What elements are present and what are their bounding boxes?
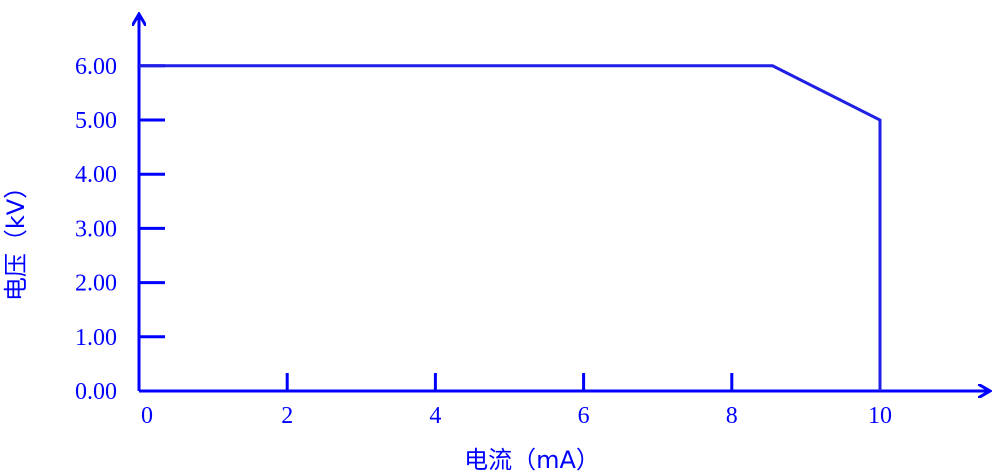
y-tick-label: 2.00 (75, 271, 117, 297)
y-tick-labels: 0.00 1.00 2.00 3.00 4.00 5.00 6.00 (75, 54, 117, 405)
y-tick-label: 5.00 (75, 108, 117, 134)
y-tick-label: 1.00 (75, 325, 117, 351)
series-line (139, 64, 882, 391)
x-tick-label: 6 (578, 403, 590, 429)
y-tick-label: 3.00 (75, 216, 117, 242)
x-tick-label: 2 (281, 403, 293, 429)
y-ticks (139, 64, 165, 339)
y-tick-label: 0.00 (75, 379, 117, 405)
x-tick-label: 0 (141, 403, 153, 429)
y-axis-title: 电压（kV） (2, 175, 30, 301)
x-tick-label: 8 (726, 403, 738, 429)
x-axis-title: 电流（mA） (464, 446, 600, 474)
series-layer (138, 64, 882, 392)
y-tick-label: 6.00 (75, 54, 117, 80)
x-tick-label: 10 (868, 403, 892, 429)
x-ticks (285, 373, 882, 391)
x-tick-labels: 0 2 4 6 8 10 (141, 403, 892, 429)
x-tick-label: 4 (429, 403, 441, 429)
y-tick-label: 4.00 (75, 162, 117, 188)
